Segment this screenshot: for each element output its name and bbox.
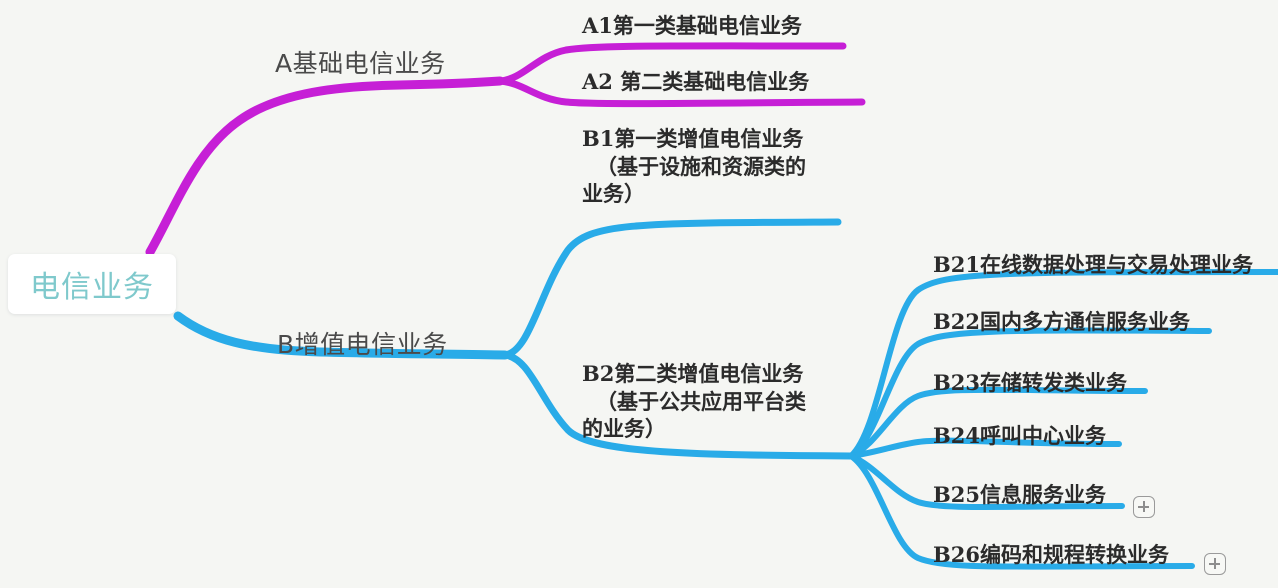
root-node-label: 电信业务	[30, 270, 154, 305]
branch-label-a[interactable]: A基础电信业务	[275, 49, 446, 78]
node-b22[interactable]: B22国内多方通信服务业务	[933, 309, 1190, 334]
expand-b25-plus-icon[interactable]	[1133, 496, 1155, 518]
node-b2-line2: （基于公共应用平台类	[596, 388, 806, 414]
node-b2-line1: B2第二类增值电信业务	[582, 361, 804, 386]
node-b2[interactable]: B2第二类增值电信业务 （基于公共应用平台类 的业务）	[582, 360, 852, 443]
node-b26[interactable]: B26编码和规程转换业务	[933, 542, 1169, 567]
node-a1[interactable]: A1第一类基础电信业务	[582, 13, 802, 38]
node-b1-line2: （基于设施和资源类的	[596, 153, 806, 179]
edge-root-to-a	[145, 76, 505, 257]
branch-label-b[interactable]: B增值电信业务	[277, 330, 448, 359]
expand-b26-plus-icon[interactable]	[1204, 553, 1226, 575]
edge-b-to-b1	[501, 218, 842, 359]
node-b21[interactable]: B21在线数据处理与交易处理业务	[933, 252, 1253, 277]
node-b25[interactable]: B25信息服务业务	[933, 482, 1106, 507]
node-b2-line3: 的业务）	[582, 416, 666, 442]
node-b1-line1: B1第一类增值电信业务	[582, 126, 804, 151]
node-b1[interactable]: B1第一类增值电信业务 （基于设施和资源类的 业务）	[582, 125, 852, 208]
node-b23[interactable]: B23存储转发类业务	[933, 370, 1127, 395]
root-node[interactable]: 电信业务	[8, 254, 176, 314]
node-a2[interactable]: A2 第二类基础电信业务	[582, 69, 810, 94]
node-b24[interactable]: B24呼叫中心业务	[933, 423, 1106, 448]
node-b1-line3: 业务）	[582, 181, 645, 207]
